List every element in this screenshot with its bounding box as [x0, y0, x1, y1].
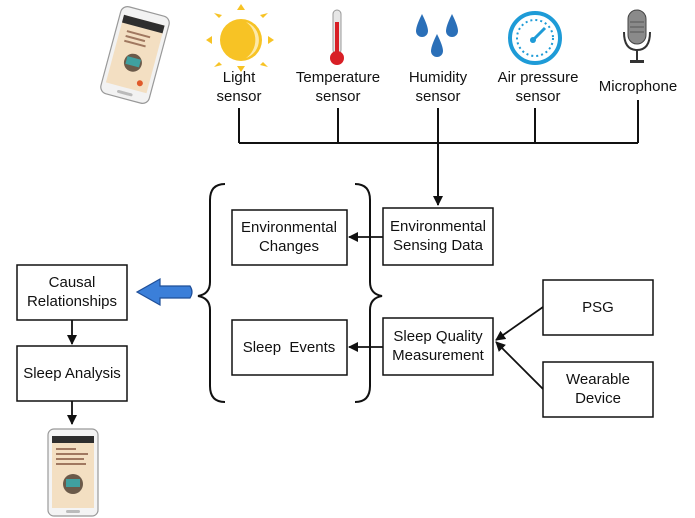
- causal-line2: Relationships: [27, 293, 117, 310]
- environmental-changes-line2: Changes: [259, 238, 319, 255]
- left-curly-brace: [197, 183, 226, 403]
- environmental-changes-line1: Environmental: [241, 219, 337, 236]
- environmental-changes-box: Environmental Changes: [231, 209, 348, 266]
- causal-line1: Causal: [49, 274, 96, 291]
- thermometer-icon: [330, 9, 344, 65]
- microphone-icon: [623, 9, 651, 63]
- wearable-to-sleep-quality-arrow: [495, 341, 544, 390]
- temperature-sensor-label-line2: sensor: [315, 88, 360, 105]
- sleep-events-box: Sleep Events: [231, 319, 348, 376]
- sleep-quality-line1: Sleep Quality: [393, 328, 483, 345]
- sensor-bus-connector: [238, 100, 639, 144]
- humidity-sensor-label-line2: sensor: [415, 88, 460, 105]
- air-pressure-sensor-label-line2: sensor: [515, 88, 560, 105]
- humidity-sensor-label-line1: Humidity: [409, 69, 468, 86]
- water-drops-icon: [416, 14, 458, 57]
- phone-top-icon: [100, 6, 170, 104]
- env-sensing-line1: Environmental: [390, 218, 486, 235]
- wearable-line1: Wearable: [566, 371, 630, 388]
- environmental-sensing-data-box: Environmental Sensing Data: [382, 207, 494, 266]
- psg-box: PSG: [542, 279, 654, 336]
- air-pressure-sensor-label-line1: Air pressure: [498, 69, 579, 86]
- right-curly-brace: [354, 183, 383, 403]
- sun-icon: [206, 4, 274, 72]
- psg-to-sleep-quality-arrow: [495, 306, 544, 341]
- env-sensing-line2: Sensing Data: [393, 237, 484, 254]
- sleep-quality-line2: Measurement: [392, 347, 485, 364]
- wearable-device-box: Wearable Device: [542, 361, 654, 418]
- pressure-gauge-icon: [508, 11, 562, 65]
- blue-arrow-icon: [135, 277, 193, 307]
- wearable-line2: Device: [575, 390, 621, 407]
- light-sensor-label-line1: Light: [223, 69, 256, 86]
- sleep-analysis-label: Sleep Analysis: [23, 365, 121, 382]
- temperature-sensor-label-line1: Temperature: [296, 69, 380, 86]
- microphone-label: Microphone: [599, 78, 677, 95]
- sleep-analysis-box: Sleep Analysis: [16, 345, 128, 402]
- sleep-events-label: Sleep Events: [243, 339, 336, 356]
- sleep-quality-measurement-box: Sleep Quality Measurement: [382, 317, 494, 376]
- psg-label: PSG: [582, 299, 614, 316]
- causal-relationships-box: Causal Relationships: [16, 264, 128, 321]
- light-sensor-label-line2: sensor: [216, 88, 261, 105]
- phone-bottom-icon: [47, 428, 99, 517]
